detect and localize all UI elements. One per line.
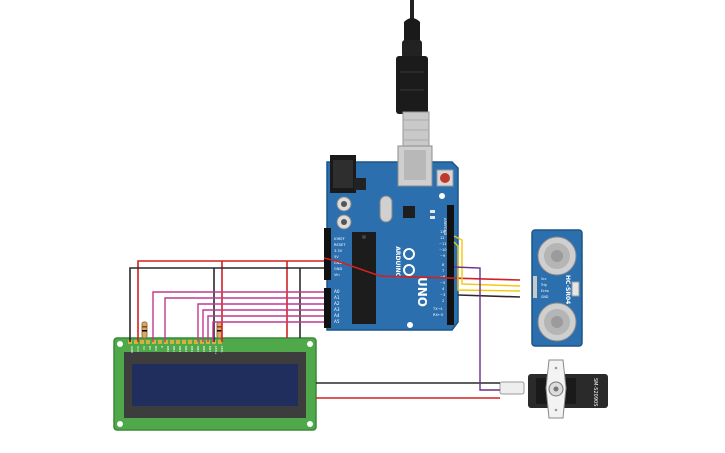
svg-text:AREF: AREF	[443, 218, 447, 227]
wires-yellow	[453, 235, 521, 292]
usb-cable	[396, 0, 430, 147]
lcd-pin[interactable]	[194, 340, 198, 344]
lcd-pin[interactable]	[218, 340, 222, 344]
servo-model-label: SM-S2090S	[592, 378, 598, 406]
svg-text:GND: GND	[541, 295, 549, 299]
lcd-pin-label: LED-	[220, 346, 224, 353]
svg-text:GND: GND	[334, 267, 342, 271]
lcd-16x2-display[interactable]	[113, 337, 317, 431]
lcd-pin-label: RS	[148, 346, 152, 350]
lcd-pin-label: DB2	[178, 346, 182, 352]
svg-text:7: 7	[442, 269, 444, 273]
lcd-pin-label: DB3	[184, 346, 188, 352]
hc-sr04-model-label: HC-SR04	[564, 275, 571, 304]
svg-text:2: 2	[442, 299, 444, 303]
arduino-model-label: UNO	[415, 277, 429, 307]
svg-text:3.3V: 3.3V	[334, 249, 343, 253]
lcd-pin-label: DB5	[196, 346, 200, 352]
wire-purple	[453, 266, 500, 391]
svg-text:12: 12	[440, 236, 445, 240]
wires-magenta	[152, 291, 324, 342]
svg-text:~9: ~9	[440, 254, 446, 258]
svg-text:4: 4	[442, 287, 445, 291]
lcd-pin[interactable]	[170, 340, 174, 344]
svg-text:~10: ~10	[439, 248, 447, 252]
lcd-pin[interactable]	[182, 340, 186, 344]
lcd-pin[interactable]	[146, 340, 150, 344]
lcd-pin-label: E	[160, 346, 164, 348]
lcd-pin[interactable]	[164, 340, 168, 344]
svg-text:A4: A4	[334, 313, 340, 318]
svg-text:Vcc: Vcc	[541, 277, 547, 281]
svg-text:RX←0: RX←0	[433, 313, 444, 317]
svg-text:Vin: Vin	[334, 273, 340, 277]
svg-text:5V: 5V	[334, 255, 339, 259]
svg-text:GND: GND	[334, 261, 342, 265]
lcd-pin-label: DB7	[208, 346, 212, 352]
lcd-pin-label: DB0	[166, 346, 170, 352]
lcd-pin[interactable]	[188, 340, 192, 344]
servo-motor[interactable]	[499, 359, 608, 419]
svg-text:GND: GND	[443, 227, 447, 235]
lcd-pin-label: GND	[130, 346, 134, 354]
svg-text:~5: ~5	[440, 281, 445, 285]
hc-sr04-pin-labels: Vcc Trig Echo GND	[540, 277, 549, 299]
svg-text:A3: A3	[334, 307, 340, 312]
lcd-pin-label: RW	[154, 346, 158, 351]
lcd-pin[interactable]	[176, 340, 180, 344]
analog-pin-labels: A0 A1 A2 A3 A4 A5	[334, 289, 340, 324]
svg-text:A0: A0	[334, 289, 340, 294]
lcd-pin[interactable]	[158, 340, 162, 344]
svg-text:TX→1: TX→1	[432, 307, 443, 311]
wires-black	[129, 267, 521, 384]
resistor-left	[141, 321, 148, 339]
arduino-brand-label: ARDUINO	[394, 246, 401, 277]
lcd-pin-label: DB4	[190, 346, 194, 352]
arduino-logo: ARDUINO	[394, 246, 415, 278]
svg-text:13: 13	[440, 230, 445, 234]
lcd-pin-label: VCC	[136, 346, 140, 352]
svg-text:8: 8	[442, 263, 445, 267]
lcd-pin[interactable]	[152, 340, 156, 344]
lcd-pin[interactable]	[200, 340, 204, 344]
lcd-pin-label: DB1	[172, 346, 176, 352]
svg-text:A1: A1	[334, 295, 340, 300]
lcd-pin[interactable]	[134, 340, 138, 344]
svg-text:A5: A5	[334, 319, 340, 324]
svg-text:A2: A2	[334, 301, 340, 306]
arduino-uno-board[interactable]	[324, 145, 459, 331]
power-pin-labels: IOREF RESET 3.3V 5V GND GND Vin	[334, 237, 346, 277]
lcd-pin-label: LED+	[214, 346, 218, 355]
lcd-pin-label: V0	[142, 346, 146, 350]
wires-red	[137, 257, 521, 399]
hc-sr04-ultrasonic-sensor[interactable]	[531, 229, 583, 347]
svg-text:~3: ~3	[440, 293, 445, 297]
svg-text:Trig: Trig	[540, 283, 547, 287]
svg-text:~11: ~11	[439, 242, 447, 246]
svg-text:Echo: Echo	[541, 289, 549, 293]
lcd-pin-label: DB6	[202, 346, 206, 352]
svg-text:IOREF: IOREF	[334, 237, 345, 241]
lcd-pin[interactable]	[140, 340, 144, 344]
svg-text:RESET: RESET	[334, 243, 346, 247]
